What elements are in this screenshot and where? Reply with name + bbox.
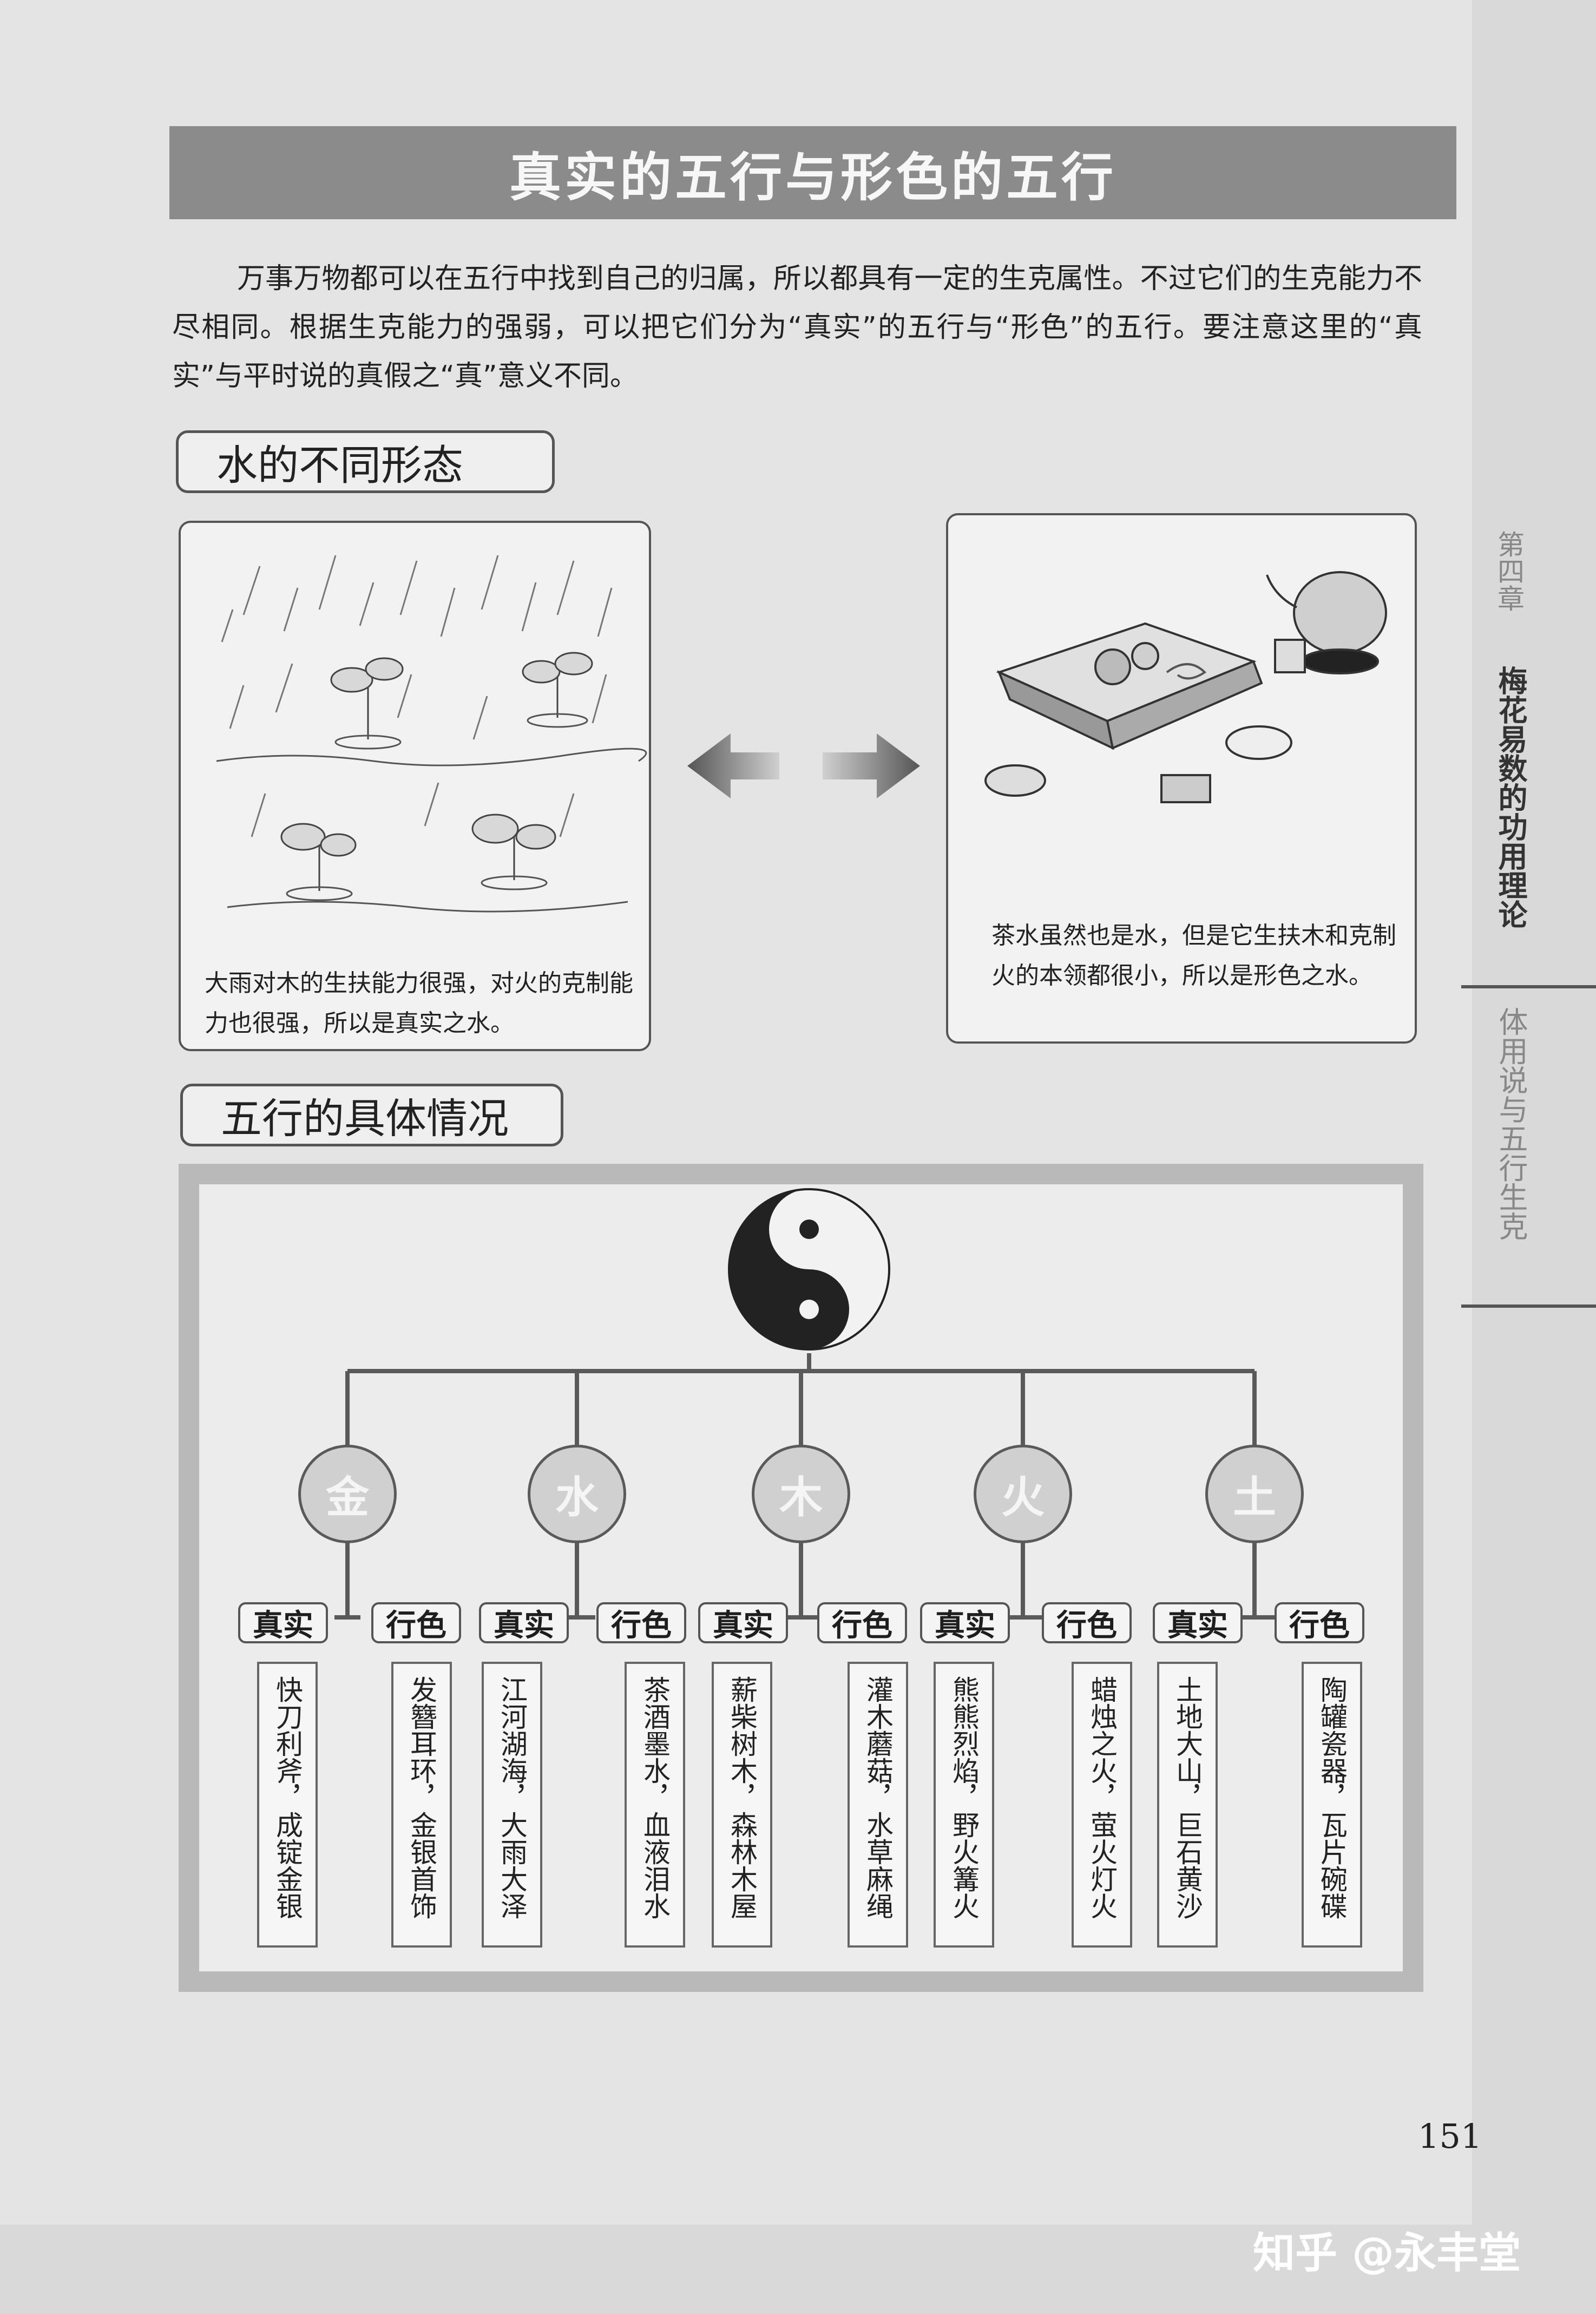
section-title-water-forms: 水的不同形态: [176, 430, 555, 493]
element-node-water: 水: [528, 1445, 626, 1543]
metal-true-label: 真实: [238, 1602, 328, 1643]
wood-true-items: 薪柴树木，森林木屋: [712, 1662, 772, 1948]
fire-form-items: 蜡烛之火，萤火灯火: [1072, 1662, 1132, 1948]
earth-form-items: 陶罐瓷器，瓦片碗碟: [1302, 1662, 1362, 1948]
book-page: 真实的五行与形色的五行 万事万物都可以在五行中找到自己的归属，所以都具有一定的生…: [0, 0, 1482, 2225]
chapter-sidebar: 第四章 梅花易数的功用理论 体用说与五行生克: [1461, 530, 1596, 1315]
tea-caption: 茶水虽然也是水，但是它生扶木和克制火的本领都很小，所以是形色之水。: [991, 922, 1396, 989]
sidebar-divider-top: [1461, 985, 1596, 988]
yin-yang-icon: [728, 1188, 890, 1351]
element-node-earth: 土: [1205, 1445, 1304, 1543]
section-nav-label: 体用说与五行生克: [1494, 1007, 1528, 1241]
water-form-items: 茶酒墨水，血液泪水: [625, 1662, 685, 1948]
water-true-label: 真实: [479, 1602, 569, 1643]
tea-illustration-panel: 茶水虽然也是水，但是它生扶木和克制火的本领都很小，所以是形色之水。: [946, 513, 1417, 1044]
page-number: 151: [1418, 2116, 1482, 2156]
fire-true-items: 熊熊烈焰，野火篝火: [934, 1662, 994, 1948]
sidebar-divider-bottom: [1461, 1305, 1596, 1308]
element-node-metal: 金: [298, 1445, 397, 1543]
double-arrow-icon: [687, 733, 920, 798]
wood-form-label: 行色: [817, 1602, 907, 1643]
wood-form-items: 灌木蘑菇，水草麻绳: [848, 1662, 908, 1948]
metal-form-items: 发簪耳环，金银首饰: [391, 1662, 452, 1948]
fire-true-label: 真实: [920, 1602, 1010, 1643]
section-title-five-elements: 五行的具体情况: [180, 1084, 563, 1146]
rain-caption: 大雨对木的生扶能力很强，对火的克制能力也很强，所以是真实之水。: [205, 969, 633, 1037]
rain-illustration-panel: 大雨对木的生扶能力很强，对火的克制能力也很强，所以是真实之水。: [179, 521, 651, 1051]
water-form-label: 行色: [596, 1602, 686, 1643]
chapter-title: 梅花易数的功用理论: [1493, 666, 1528, 929]
water-true-items: 江河湖海，大雨大泽: [482, 1662, 542, 1948]
intro-paragraph: 万事万物都可以在五行中找到自己的归属，所以都具有一定的生克属性。不过它们的生克能…: [172, 263, 1422, 392]
chapter-number: 第四章: [1493, 530, 1525, 612]
tea-set-illustration: [984, 571, 1387, 803]
element-node-fire: 火: [974, 1445, 1072, 1543]
rain-plants-illustration: [216, 555, 647, 913]
watermark: 知乎 @永丰堂: [1253, 2229, 1521, 2278]
metal-form-label: 行色: [371, 1602, 461, 1643]
page-title: 真实的五行与形色的五行: [169, 126, 1456, 219]
earth-true-label: 真实: [1153, 1602, 1243, 1643]
earth-true-items: 土地大山，巨石黄沙: [1157, 1662, 1218, 1948]
earth-form-label: 行色: [1275, 1602, 1364, 1643]
five-elements-diagram: 金 水 木 火 土 真实 行色 真实 行色 真实 行色 真实 行色 真实 行色 …: [179, 1164, 1423, 1992]
fire-form-label: 行色: [1042, 1602, 1132, 1643]
metal-true-items: 快刀利斧，成锭金银: [257, 1662, 318, 1948]
element-node-wood: 木: [752, 1445, 850, 1543]
wood-true-label: 真实: [698, 1602, 788, 1643]
